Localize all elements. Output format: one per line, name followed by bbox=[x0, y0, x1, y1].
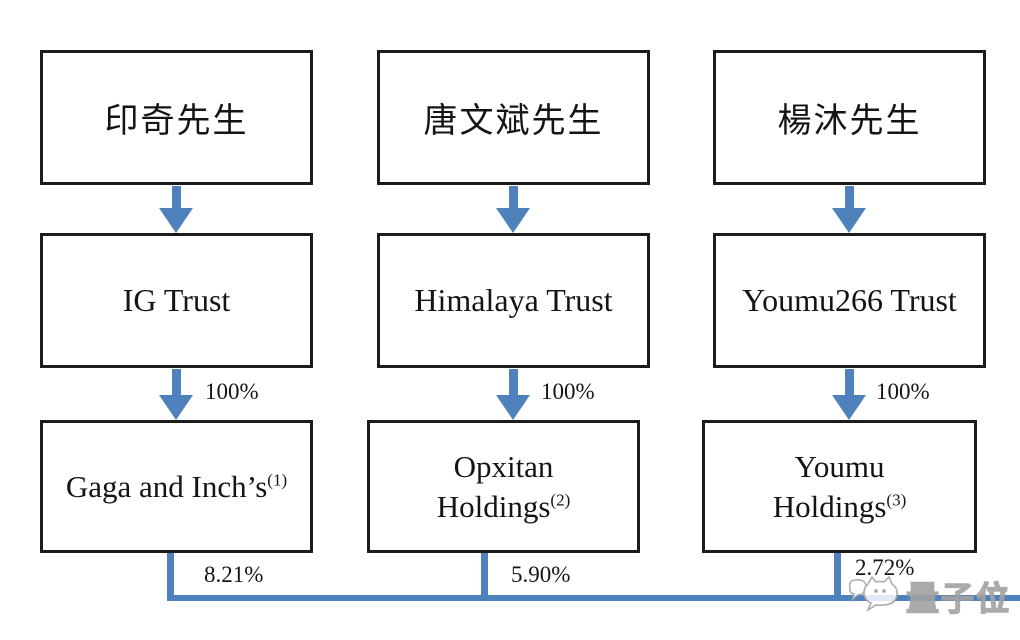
arrow-down-icon bbox=[832, 369, 866, 420]
arrow-head bbox=[832, 208, 866, 233]
footnote-marker: (3) bbox=[886, 490, 907, 510]
arrow-head bbox=[496, 208, 530, 233]
trust-name: Himalaya Trust bbox=[414, 282, 613, 318]
arrow-head bbox=[832, 395, 866, 420]
ownership-percent-label: 8.21% bbox=[204, 562, 264, 587]
connector-line bbox=[167, 553, 174, 599]
trust-name: IG Trust bbox=[122, 282, 231, 318]
ownership-percent-label: 5.90% bbox=[511, 562, 571, 587]
arrow-down-icon bbox=[159, 186, 193, 233]
watermark-text: 量子位 bbox=[905, 579, 1011, 617]
trust-box-ig: IG Trust bbox=[40, 233, 313, 368]
holding-name-line: Opxitan bbox=[453, 448, 554, 484]
arrow-down-icon bbox=[159, 369, 193, 420]
arrow-head bbox=[496, 395, 530, 420]
holding-name-line: Holdings(2) bbox=[436, 488, 571, 524]
arrow-down-icon bbox=[832, 186, 866, 233]
person-box-tang-wenbin: 唐文斌先生 bbox=[377, 50, 650, 185]
connector-line bbox=[481, 553, 488, 599]
trust-box-himalaya: Himalaya Trust bbox=[377, 233, 650, 368]
holding-name-line: Holdings(3) bbox=[772, 488, 907, 524]
person-name: 楊沐先生 bbox=[777, 103, 922, 140]
footnote-marker: (2) bbox=[550, 490, 571, 510]
qbitai-cat-logo-icon bbox=[848, 575, 898, 613]
person-box-yin-qi: 印奇先生 bbox=[40, 50, 313, 185]
qbitai-watermark: 量子位 bbox=[846, 572, 1011, 620]
ownership-percent-label: 100% bbox=[876, 379, 930, 404]
person-name: 印奇先生 bbox=[104, 103, 249, 140]
ownership-percent-label: 2.72% bbox=[855, 555, 915, 580]
holding-name-line: Gaga and Inch’s(1) bbox=[65, 468, 288, 504]
person-name: 唐文斌先生 bbox=[423, 103, 604, 140]
footnote-marker: (1) bbox=[267, 470, 288, 490]
trust-name: Youmu266 Trust bbox=[742, 282, 957, 318]
connector-line bbox=[834, 553, 841, 599]
arrow-stem bbox=[171, 369, 181, 395]
holding-name-line: Youmu bbox=[794, 448, 885, 484]
person-box-yang-mu: 楊沐先生 bbox=[713, 50, 986, 185]
arrow-stem bbox=[508, 369, 518, 395]
arrow-head bbox=[159, 395, 193, 420]
arrow-head bbox=[159, 208, 193, 233]
arrow-stem bbox=[844, 186, 854, 208]
trust-box-youmu266: Youmu266 Trust bbox=[713, 233, 986, 368]
arrow-down-icon bbox=[496, 186, 530, 233]
holding-box-opxitan: Opxitan Holdings(2) bbox=[367, 420, 640, 553]
connector-line-horizontal bbox=[167, 595, 1020, 601]
arrow-stem bbox=[171, 186, 181, 208]
ownership-percent-label: 100% bbox=[205, 379, 259, 404]
arrow-stem bbox=[844, 369, 854, 395]
arrow-stem bbox=[508, 186, 518, 208]
holding-box-gaga-and-inchs: Gaga and Inch’s(1) bbox=[40, 420, 313, 553]
holding-box-youmu: Youmu Holdings(3) bbox=[702, 420, 977, 553]
arrow-down-icon bbox=[496, 369, 530, 420]
ownership-percent-label: 100% bbox=[541, 379, 595, 404]
